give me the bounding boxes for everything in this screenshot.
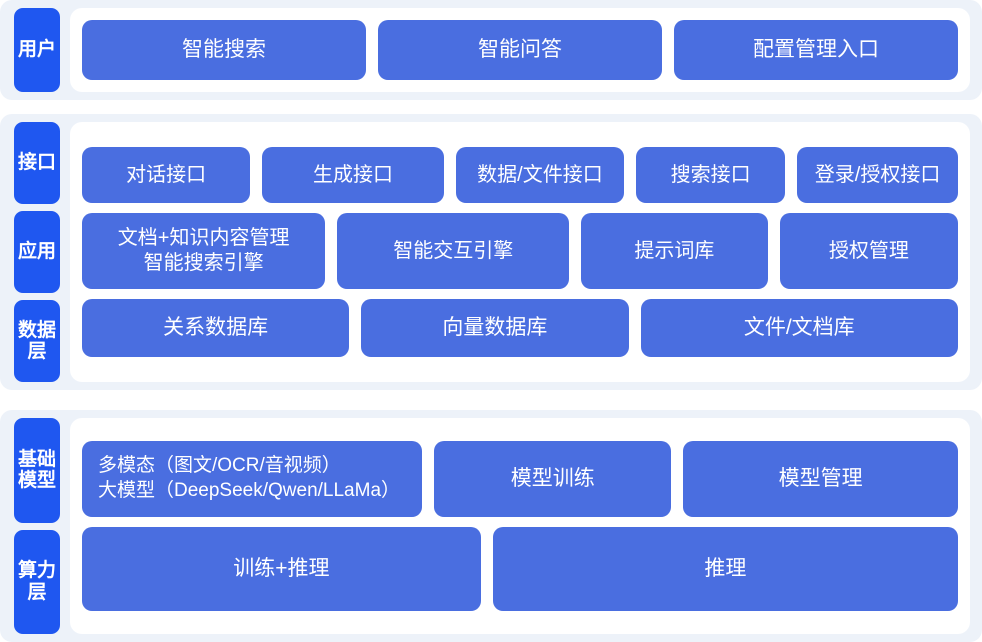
layer-tab-interface[interactable]: 接口 [14, 122, 60, 204]
tab-column-infra: 基础模型 算力层 [0, 410, 60, 642]
node-generation-api[interactable]: 生成接口 [262, 147, 444, 203]
section-user: 用户 智能搜索 智能问答 配置管理入口 [0, 0, 982, 100]
node-search-api[interactable]: 搜索接口 [636, 147, 786, 203]
node-data-file-api[interactable]: 数据/文件接口 [455, 147, 625, 203]
node-smart-search[interactable]: 智能搜索 [82, 20, 366, 80]
node-file-document-store[interactable]: 文件/文档库 [640, 299, 958, 357]
node-document-knowledge-management[interactable]: 文档+知识内容管理 智能搜索引擎 [82, 213, 326, 289]
application-node-row: 文档+知识内容管理 智能搜索引擎 智能交互引擎 提示词库 授权管理 [82, 213, 958, 289]
node-prompt-library[interactable]: 提示词库 [581, 213, 768, 289]
node-training-plus-inference[interactable]: 训练+推理 [82, 527, 481, 611]
node-relational-database[interactable]: 关系数据库 [82, 299, 350, 357]
node-dialog-api[interactable]: 对话接口 [82, 147, 251, 203]
layer-tab-foundation-model[interactable]: 基础模型 [14, 418, 60, 523]
node-login-auth-api[interactable]: 登录/授权接口 [797, 147, 959, 203]
tab-column-middle: 接口 应用 数据层 [0, 114, 60, 390]
node-authorization-management[interactable]: 授权管理 [779, 213, 958, 289]
panel-middle: 对话接口 生成接口 数据/文件接口 搜索接口 登录/授权接口 文档+知识内容管理… [70, 122, 970, 382]
section-middle: 接口 应用 数据层 对话接口 生成接口 数据/文件接口 搜索接口 登录/授权接口… [0, 114, 982, 390]
model-node-row: 多模态（图文/OCR/音视频） 大模型（DeepSeek/Qwen/LLaMa）… [82, 441, 958, 517]
data-node-row: 关系数据库 向量数据库 文件/文档库 [82, 299, 958, 357]
node-multimodal-large-model[interactable]: 多模态（图文/OCR/音视频） 大模型（DeepSeek/Qwen/LLaMa） [82, 441, 423, 517]
node-smart-interaction-engine[interactable]: 智能交互引擎 [337, 213, 570, 289]
layer-tab-user[interactable]: 用户 [14, 8, 60, 92]
node-model-training[interactable]: 模型训练 [434, 441, 672, 517]
node-smart-qa[interactable]: 智能问答 [378, 20, 662, 80]
panel-infra: 多模态（图文/OCR/音视频） 大模型（DeepSeek/Qwen/LLaMa）… [70, 418, 970, 634]
compute-node-row: 训练+推理 推理 [82, 527, 958, 611]
interface-node-row: 对话接口 生成接口 数据/文件接口 搜索接口 登录/授权接口 [82, 147, 959, 203]
layer-tab-data[interactable]: 数据层 [14, 300, 60, 382]
node-model-management[interactable]: 模型管理 [683, 441, 958, 517]
section-infra: 基础模型 算力层 多模态（图文/OCR/音视频） 大模型（DeepSeek/Qw… [0, 410, 982, 642]
user-node-row: 智能搜索 智能问答 配置管理入口 [82, 20, 958, 80]
node-config-management-entry[interactable]: 配置管理入口 [674, 20, 958, 80]
panel-user: 智能搜索 智能问答 配置管理入口 [70, 8, 970, 92]
tab-column-user: 用户 [0, 0, 60, 100]
node-vector-database[interactable]: 向量数据库 [361, 299, 629, 357]
layer-tab-compute[interactable]: 算力层 [14, 529, 60, 634]
node-inference[interactable]: 推理 [492, 527, 958, 611]
layer-tab-application[interactable]: 应用 [14, 211, 60, 293]
